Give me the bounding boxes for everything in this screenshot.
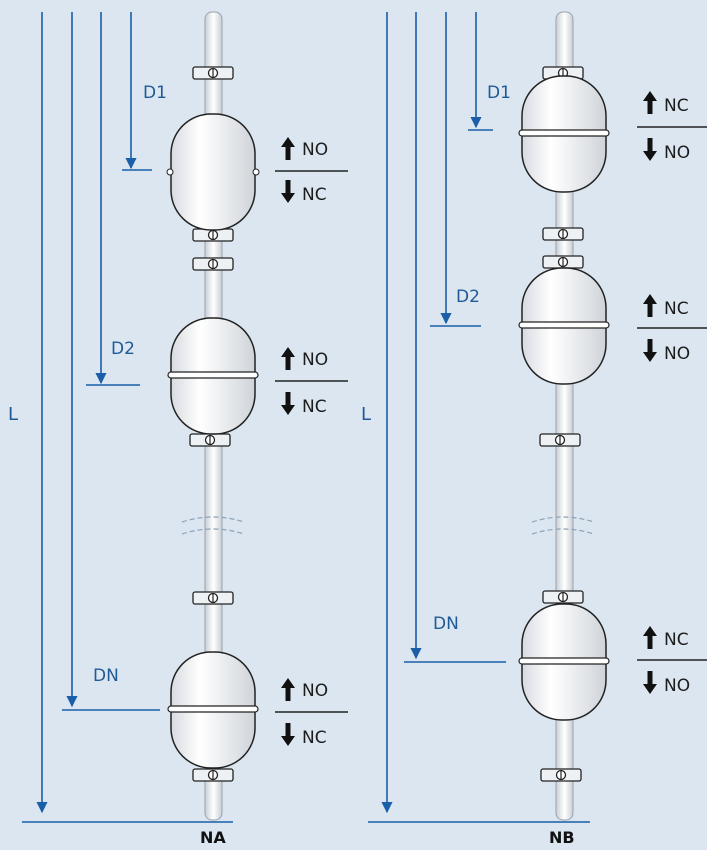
float-ball-icon	[518, 267, 610, 385]
arrow-down-icon	[643, 138, 657, 161]
stop-collar-icon	[539, 433, 581, 447]
assembly-title-nb: NB	[549, 828, 575, 847]
contact-lower-1-na: NC	[302, 185, 327, 205]
arrow-down-icon	[281, 180, 295, 203]
float-ball-icon	[167, 651, 259, 769]
stop-collar-icon	[192, 257, 234, 271]
float-ball-icon	[518, 603, 610, 721]
arrow-up-icon	[281, 678, 295, 701]
dimension-lines-na	[22, 12, 233, 823]
contact-upper-1-na: NO	[302, 140, 328, 160]
arrow-up-icon	[643, 626, 657, 649]
stop-collar-icon	[542, 227, 584, 241]
arrow-up-icon	[281, 347, 295, 370]
stop-collar-icon	[192, 591, 234, 605]
depth-label-d2-na: D2	[111, 339, 135, 359]
arrow-down-icon	[281, 392, 295, 415]
stop-collar-icon	[192, 768, 234, 782]
contact-lower-3-nb: NO	[664, 676, 690, 696]
contact-lower-2-nb: NO	[664, 344, 690, 364]
arrow-up-icon	[643, 294, 657, 317]
depth-label-d2-nb: D2	[456, 287, 480, 307]
arrow-down-icon	[643, 339, 657, 362]
depth-label-d1-na: D1	[143, 83, 167, 103]
contact-upper-2-nb: NC	[664, 299, 689, 319]
stop-collar-icon	[192, 66, 234, 80]
length-label-na: L	[8, 404, 18, 425]
collars-nb	[539, 66, 584, 782]
assembly-title-na: NA	[200, 828, 226, 847]
stop-collar-icon	[540, 768, 582, 782]
collars-na	[189, 66, 234, 782]
dimension-lines-nb	[368, 12, 590, 823]
stop-collar-icon	[542, 590, 584, 604]
length-label-nb: L	[361, 404, 371, 425]
arrow-up-icon	[643, 91, 657, 114]
assembly-na: D1 D2 DN L NO NC NO NC NO NC NA	[8, 11, 348, 847]
depth-label-d1-nb: D1	[487, 83, 511, 103]
arrow-down-icon	[281, 723, 295, 746]
stop-collar-icon	[542, 255, 584, 269]
contact-upper-3-nb: NC	[664, 630, 689, 650]
contact-upper-1-nb: NC	[664, 96, 689, 116]
break-mark-nb	[531, 516, 595, 535]
break-mark-na	[181, 516, 245, 535]
float-ball-icon	[166, 113, 260, 231]
contact-upper-3-na: NO	[302, 681, 328, 701]
depth-label-dn-na: DN	[93, 666, 119, 686]
contact-lower-3-na: NC	[302, 728, 327, 748]
contact-lower-2-na: NC	[302, 397, 327, 417]
depth-label-dn-nb: DN	[433, 614, 459, 634]
assembly-nb: D1 D2 DN L NC NO NC NO NC NO NB	[361, 11, 707, 847]
contact-lower-1-nb: NO	[664, 143, 690, 163]
float-ball-icon	[518, 75, 610, 193]
stop-collar-icon	[189, 433, 231, 447]
float-ball-icon	[167, 317, 259, 435]
stop-collar-icon	[192, 228, 234, 242]
arrow-down-icon	[643, 671, 657, 694]
contact-upper-2-na: NO	[302, 350, 328, 370]
arrow-up-icon	[281, 137, 295, 160]
